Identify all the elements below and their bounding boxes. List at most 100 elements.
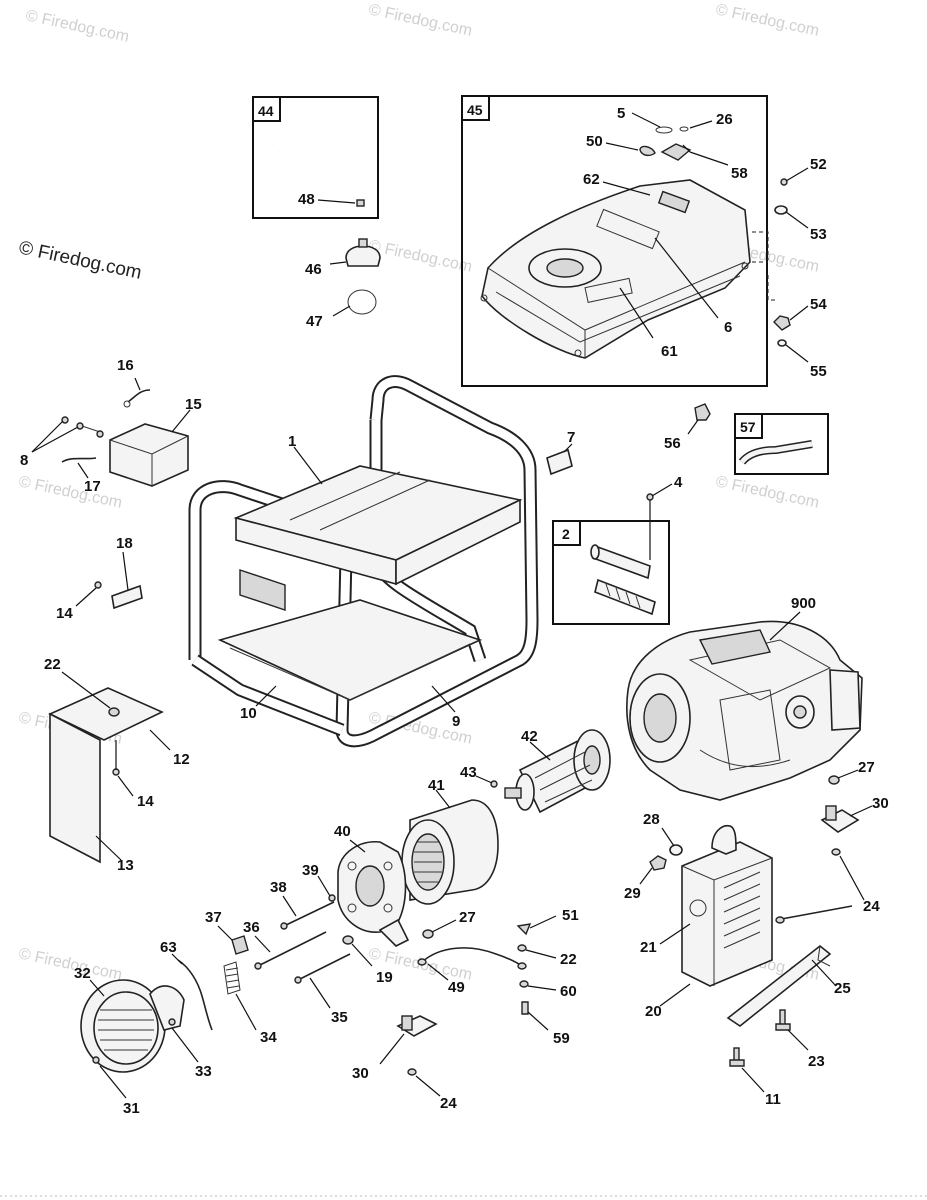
callout-49: 49 (448, 979, 465, 996)
end-bell (317, 839, 410, 947)
callout-20: 20 (645, 1003, 662, 1020)
callout-36: 36 (243, 919, 260, 936)
callout-900: 900 (791, 595, 816, 612)
brush-parts (171, 925, 257, 1031)
callout-61: 61 (661, 343, 678, 360)
callout-2: 2 (562, 526, 570, 542)
watermark: © Firedog.com (367, 237, 473, 275)
callout-43: 43 (460, 764, 477, 781)
mounts (379, 769, 873, 1097)
callout-38: 38 (270, 879, 287, 896)
callout-50: 50 (586, 133, 603, 150)
panel-12-13 (48, 671, 171, 864)
callout-4: 4 (674, 474, 683, 491)
callout-25: 25 (834, 980, 851, 997)
callout-54: 54 (810, 296, 827, 313)
watermark: © Firedog.com (17, 945, 123, 983)
battery-parts (31, 377, 191, 487)
callout-45: 45 (467, 102, 483, 118)
callout-34: 34 (260, 1029, 277, 1046)
callout-46: 46 (305, 261, 322, 278)
engine (626, 611, 863, 801)
callout-47: 47 (306, 313, 323, 330)
callout-24: 24 (863, 898, 880, 915)
callout-27: 27 (858, 759, 875, 776)
muffler (639, 824, 853, 1007)
watermark: © Firedog.com (367, 1, 473, 39)
label-7 (546, 443, 573, 476)
callout-5: 5 (617, 105, 625, 122)
frame (188, 375, 539, 748)
muffler-bracket (726, 944, 837, 1093)
fuel-cap-parts (329, 238, 381, 317)
callout-51: 51 (562, 907, 579, 924)
callout-40: 40 (334, 823, 351, 840)
callout-18: 18 (116, 535, 133, 552)
callout-63: 63 (160, 939, 177, 956)
callout-21: 21 (640, 939, 657, 956)
callout-16: 16 (117, 357, 134, 374)
callout-56: 56 (664, 435, 681, 452)
callout-26: 26 (716, 111, 733, 128)
callout-44: 44 (258, 103, 274, 119)
watermark: © Firedog.com (714, 1, 820, 39)
callout-30: 30 (872, 795, 889, 812)
callout-62: 62 (583, 171, 600, 188)
callout-48: 48 (298, 191, 315, 208)
fitting-and-box-57 (687, 403, 829, 475)
callout-27: 27 (459, 909, 476, 926)
callout-58: 58 (731, 165, 748, 182)
watermark-dark: © Firedog.com (17, 237, 144, 284)
callout-29: 29 (624, 885, 641, 902)
box-45 (461, 95, 768, 387)
callout-14: 14 (137, 793, 154, 810)
callout-labels: 44 48 45 5 26 50 58 62 52 53 46 47 54 6 … (20, 102, 889, 1117)
callout-41: 41 (428, 777, 445, 794)
callout-60: 60 (560, 983, 577, 1000)
callout-11: 11 (765, 1091, 781, 1108)
callout-22: 22 (44, 656, 61, 673)
callout-31: 31 (123, 1100, 140, 1117)
callout-8: 8 (20, 452, 28, 469)
box-44 (252, 96, 379, 219)
end-cover (80, 979, 199, 1099)
watermark: © Firedog.com (714, 473, 820, 511)
callout-37: 37 (205, 909, 222, 926)
callout-59: 59 (553, 1030, 570, 1047)
stator (401, 789, 499, 905)
callout-28: 28 (643, 811, 660, 828)
callout-14: 14 (56, 605, 73, 622)
callout-32: 32 (74, 965, 91, 982)
watermark: © Firedog.com (17, 473, 123, 511)
callout-19: 19 (376, 969, 393, 986)
callout-24: 24 (440, 1095, 457, 1112)
callout-12: 12 (173, 751, 190, 768)
callout-57: 57 (740, 419, 756, 435)
through-bolts (254, 895, 373, 1009)
callout-52: 52 (810, 156, 827, 173)
callout-55: 55 (810, 363, 827, 380)
callout-15: 15 (185, 396, 202, 413)
callout-30: 30 (352, 1065, 369, 1082)
watermark: © Firedog.com (24, 7, 130, 45)
rotor (475, 729, 611, 814)
callout-53: 53 (810, 226, 827, 243)
tank-hardware (752, 167, 809, 363)
callout-9: 9 (452, 713, 460, 730)
box-2 (552, 483, 673, 625)
small-hardware (417, 915, 557, 1031)
callout-7: 7 (567, 429, 575, 446)
callout-1: 1 (288, 433, 296, 450)
callout-23: 23 (808, 1053, 825, 1070)
callout-22: 22 (560, 951, 577, 968)
callout-35: 35 (331, 1009, 348, 1026)
callout-17: 17 (84, 478, 101, 495)
bracket-18 (75, 551, 143, 610)
callout-39: 39 (302, 862, 319, 879)
callout-10: 10 (240, 705, 257, 722)
callout-13: 13 (117, 857, 134, 874)
callout-6: 6 (724, 319, 732, 336)
callout-33: 33 (195, 1063, 212, 1080)
callout-42: 42 (521, 728, 538, 745)
